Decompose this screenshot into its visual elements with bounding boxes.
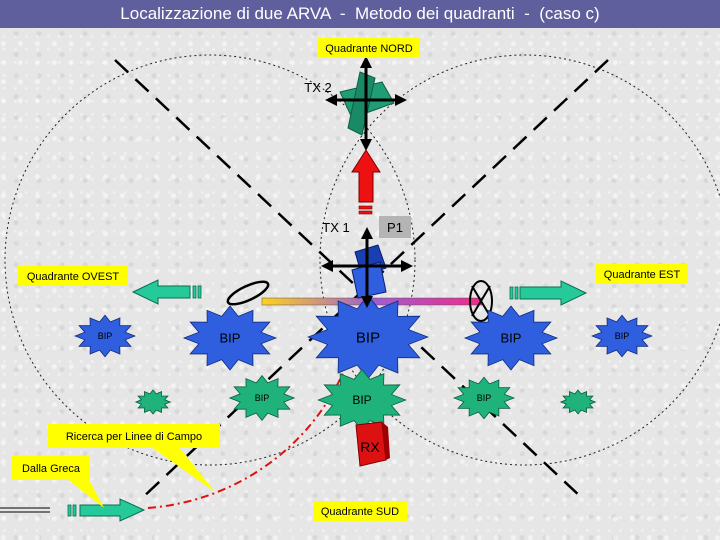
bip-burst-icon: [74, 314, 136, 358]
quadrant-ovest-box: [18, 266, 128, 286]
callout-field-lines-text: Ricerca per Linee di Campo: [66, 431, 202, 443]
quadrant-nord-box: [318, 38, 420, 58]
tx1-label: TX 1: [322, 220, 349, 235]
field-circle-west: [4, 54, 416, 466]
bip-label: BIP: [501, 331, 522, 346]
bip-burst-icon: [134, 389, 172, 415]
quadrant-sud-box: [313, 501, 407, 521]
arrow-from-greca: [67, 498, 146, 522]
p1-label: P1: [387, 220, 403, 235]
callout-field-lines: [48, 424, 220, 492]
bip-label: BIP: [255, 393, 270, 403]
quadrant-nord-label: Quadrante NORD: [325, 43, 412, 55]
search-path: [147, 339, 356, 509]
bip-burst-icon: [228, 374, 296, 422]
antenna-cross-icon: [469, 280, 493, 322]
rx-label: RX: [360, 439, 380, 455]
bip-label: BIP: [356, 329, 380, 346]
tx1-device-icon: [351, 244, 387, 299]
bip-burst-icon: [453, 376, 515, 420]
bip-burst-icon: [463, 305, 559, 371]
quadrant-diagonal-nw-se: [114, 59, 583, 499]
tx1-cross-icon: [321, 227, 413, 308]
quadrant-ovest-label: Quadrante OVEST: [27, 271, 120, 283]
bip-label: BIP: [615, 331, 630, 341]
bip-label: BIP: [98, 331, 113, 341]
arrow-west: [131, 279, 202, 305]
bip-label: BIP: [220, 331, 241, 346]
bip-label: BIP: [352, 393, 371, 407]
antenna-ellipse-icon: [226, 280, 270, 306]
quadrant-sud-label: Quadrante SUD: [321, 506, 399, 518]
callout-from-greca: [12, 456, 104, 508]
rx-receiver-icon: [355, 421, 390, 467]
field-circle-east: [319, 54, 720, 466]
bip-burst-icon: [559, 389, 597, 415]
tx2-label: TX 2: [304, 80, 331, 95]
p1-box: [379, 216, 411, 238]
quadrant-est-box: [596, 264, 688, 284]
callout-from-greca-text: Dalla Greca: [22, 463, 81, 475]
quadrant-est-label: Quadrante EST: [604, 269, 681, 281]
bip-label: BIP: [477, 393, 492, 403]
tx2-cross-icon: [325, 56, 407, 151]
bip-burst-icon: [182, 305, 278, 371]
direction-arrow-red: [351, 149, 381, 215]
arrow-east: [509, 280, 588, 306]
bip-burst-icon: [591, 314, 653, 358]
slide-title: Localizzazione di due ARVA - Metodo dei …: [0, 0, 720, 28]
